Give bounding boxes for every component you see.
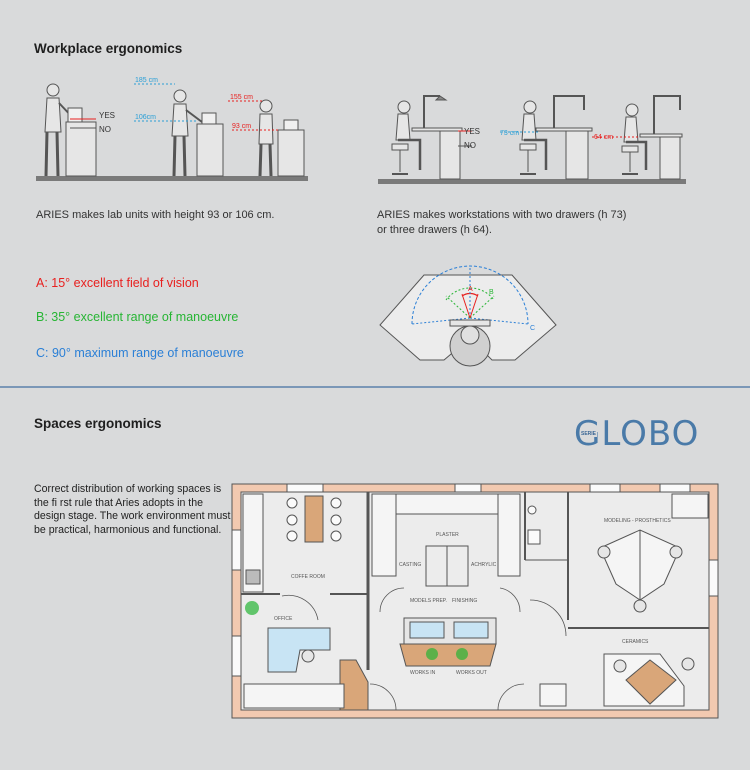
room-label-casting: CASTING — [399, 562, 421, 568]
room-label-modeling: MODELING - PROSTHETICS — [604, 518, 671, 524]
arc-label-b: B — [489, 289, 494, 296]
desk-yes-label: YES — [464, 127, 480, 136]
room-label-office: OFFICE — [274, 616, 293, 622]
room-label-coffee: COFFE ROOM — [291, 574, 325, 580]
angle-legend-c: C: 90° maximum range of manoeuvre — [36, 346, 244, 360]
lab-no-label: NO — [99, 125, 111, 134]
height-185-label: 185 cm — [135, 77, 158, 84]
section-divider — [0, 386, 750, 388]
room-label-plaster: PLASTER — [436, 532, 459, 538]
angle-legend-b: B: 35° excellent range of manoeuvre — [36, 310, 239, 324]
lab-units-illustration — [36, 83, 308, 181]
angle-legend-a: A: 15° excellent field of vision — [36, 276, 199, 290]
angle-diagram — [379, 265, 557, 367]
height-106-label: 106cm — [135, 114, 156, 121]
workstation-caption-line-2: or three drawers (h 64). — [377, 224, 492, 236]
workstation-caption-line-1: ARIES makes workstations with two drawer… — [377, 209, 627, 221]
lab-units-caption: ARIES makes lab units with height 93 or … — [36, 209, 275, 221]
room-label-works-out: WORKS OUT — [456, 670, 487, 676]
serie-logo-tag: SERIE — [580, 431, 598, 437]
lab-yes-label: YES — [99, 111, 115, 120]
workstations-illustration — [378, 95, 686, 184]
height-93-label: 93 cm — [232, 123, 251, 130]
desk-no-label: NO — [464, 141, 476, 150]
room-label-finishing: FINISHING — [452, 598, 477, 604]
spaces-intro-text: Correct distribution of working spaces i… — [34, 483, 231, 536]
height-64-label: 64 cm — [594, 134, 613, 141]
spaces-title: Spaces ergonomics — [34, 416, 162, 431]
room-label-works-in: WORKS IN — [410, 670, 436, 676]
height-73-label: 73 cm — [500, 130, 519, 137]
arc-label-c: C — [530, 325, 535, 332]
floor-plan — [231, 483, 719, 719]
room-label-models-prep: MODELS PREP. — [410, 598, 447, 604]
workplace-title: Workplace ergonomics — [34, 41, 183, 56]
room-label-achrylic: ACHRYLIC — [471, 562, 497, 568]
room-label-ceramics: CERAMICS — [622, 639, 649, 645]
height-155-label: 155 cm — [230, 94, 253, 101]
arc-label-a: A — [468, 286, 473, 293]
